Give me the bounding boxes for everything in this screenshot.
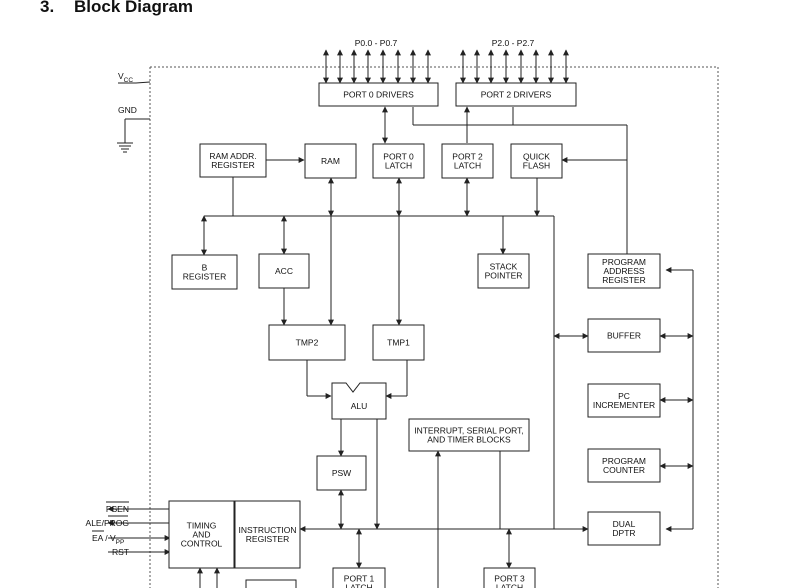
ram-label: RAM bbox=[321, 156, 340, 166]
vcc-pin: VCC bbox=[118, 71, 151, 84]
port2-latch-label: PORT 2 bbox=[452, 152, 483, 162]
port0-latch-label: PORT 0 bbox=[383, 152, 414, 162]
b-register-label: REGISTER bbox=[183, 272, 226, 282]
port1-latch-label: PORT 1 bbox=[344, 574, 375, 584]
port0-pin-arrows bbox=[323, 49, 431, 84]
port2-pin-arrows bbox=[460, 49, 569, 84]
port0-pins-label: P0.0 - P0.7 bbox=[355, 38, 398, 48]
port0-latch-label: LATCH bbox=[385, 161, 412, 171]
timing-control-label: CONTROL bbox=[181, 539, 223, 549]
instruction-register-label: REGISTER bbox=[246, 534, 289, 544]
buffer-block: BUFFER bbox=[587, 318, 661, 353]
quick-flash-label: QUICK bbox=[523, 152, 550, 162]
alu-label: ALU bbox=[351, 401, 368, 411]
pc-incrementer-label: PC bbox=[618, 391, 630, 401]
port1-latch-label: LATCH bbox=[345, 583, 372, 588]
quick-flash-label: FLASH bbox=[523, 161, 550, 171]
ea-vpp-label: EA / VPP bbox=[92, 533, 124, 546]
tmp2-label: TMP2 bbox=[296, 338, 319, 348]
section-title: Block Diagram bbox=[74, 0, 194, 16]
program-counter-label: PROGRAM bbox=[602, 456, 646, 466]
port2-pins-label: P2.0 - P2.7 bbox=[492, 38, 535, 48]
tmp1-block: TMP1 bbox=[372, 324, 425, 361]
ram-addr-register-block: RAM ADDR.REGISTER bbox=[199, 143, 267, 178]
program-address-register-label: REGISTER bbox=[602, 275, 645, 285]
program-counter-label: COUNTER bbox=[603, 465, 645, 475]
port3-latch-label: LATCH bbox=[496, 583, 523, 588]
interrupt-serial-timer-label: AND TIMER BLOCKS bbox=[427, 435, 511, 445]
section-heading: 3. Block Diagram bbox=[40, 0, 193, 17]
ram-addr-register-label: RAM ADDR. bbox=[209, 151, 256, 161]
acc-label: ACC bbox=[275, 266, 293, 276]
ram-block: RAM bbox=[304, 143, 357, 179]
port3-latch-label: PORT 3 bbox=[494, 574, 525, 584]
dual-dptr-label: DPTR bbox=[612, 528, 635, 538]
gnd-pin: GND bbox=[117, 105, 150, 153]
pc-incrementer-label: INCREMENTER bbox=[593, 400, 655, 410]
tmp1-label: TMP1 bbox=[387, 338, 410, 348]
section-number: 3. bbox=[40, 0, 55, 16]
program-address-register-label: PROGRAM bbox=[602, 257, 646, 267]
acc-block: ACC bbox=[258, 253, 310, 289]
port2-drivers-block: PORT 2 DRIVERS bbox=[455, 82, 577, 107]
ram-addr-register-label: REGISTER bbox=[211, 160, 254, 170]
timing-control-label: AND bbox=[193, 530, 211, 540]
alu-shape bbox=[331, 382, 387, 420]
interrupt-serial-timer-block: INTERRUPT, SERIAL PORT,AND TIMER BLOCKS bbox=[408, 418, 530, 452]
psw-block: PSW bbox=[316, 455, 367, 491]
psw-label: PSW bbox=[332, 468, 351, 478]
instruction-register-label: INSTRUCTION bbox=[238, 525, 296, 535]
b-register-label: B bbox=[202, 263, 208, 273]
svg-text:VCC: VCC bbox=[118, 71, 133, 84]
dual-dptr-label: DUAL bbox=[613, 519, 636, 529]
port2-drivers-label: PORT 2 DRIVERS bbox=[481, 90, 552, 100]
timing-control-label: TIMING bbox=[187, 521, 217, 531]
bus-lines bbox=[107, 106, 694, 588]
interrupt-serial-timer-label: INTERRUPT, SERIAL PORT, bbox=[414, 426, 524, 436]
port0-drivers-label: PORT 0 DRIVERS bbox=[343, 90, 414, 100]
psen-label: PSEN bbox=[106, 504, 129, 514]
ale-prog-label: ALE/PROG bbox=[86, 518, 129, 528]
svg-text:GND: GND bbox=[118, 105, 137, 115]
port2-latch-label: LATCH bbox=[454, 161, 481, 171]
stack-pointer-label: POINTER bbox=[485, 271, 523, 281]
stack-pointer-label: STACK bbox=[490, 262, 518, 272]
buffer-label: BUFFER bbox=[607, 331, 641, 341]
rst-label: RST bbox=[112, 547, 129, 557]
program-address-register-label: ADDRESS bbox=[603, 266, 644, 276]
port0-drivers-block: PORT 0 DRIVERS bbox=[318, 82, 439, 107]
tmp2-block: TMP2 bbox=[268, 324, 346, 361]
